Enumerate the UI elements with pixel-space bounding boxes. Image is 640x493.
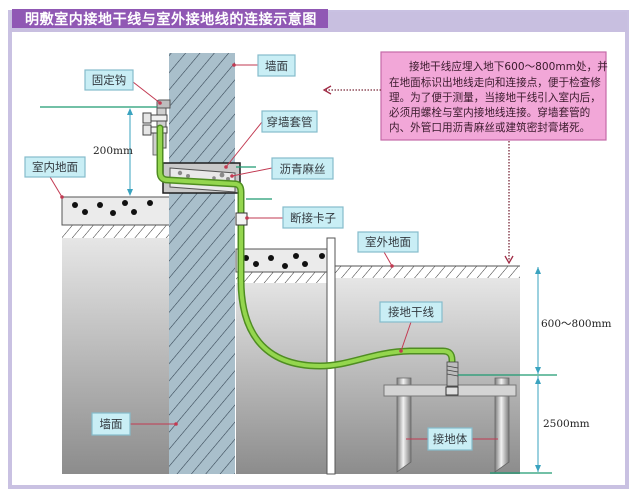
title-tab xyxy=(12,9,328,28)
label-asphalt-hemp: 沥青麻丝 xyxy=(271,157,334,180)
note-box xyxy=(380,51,607,141)
svg-text:室内地面: 室内地面 xyxy=(32,160,78,174)
label-grounding-electrode: 接地体 xyxy=(427,427,473,451)
outdoor-soil xyxy=(236,278,520,474)
svg-text:固定钩: 固定钩 xyxy=(92,73,127,87)
label-wall-bottom: 墙面 xyxy=(91,412,131,436)
indoor-ground-hatch xyxy=(62,225,170,238)
wall xyxy=(169,53,235,474)
svg-text:沥青麻丝: 沥青麻丝 xyxy=(280,162,326,176)
dimension-electrode-length-text: 2500mm xyxy=(543,418,590,430)
svg-text:断接卡子: 断接卡子 xyxy=(290,211,336,225)
dimension-burial-depth: 600～800mm xyxy=(535,267,612,374)
dimension-electrode-length: 2500mm xyxy=(535,376,590,472)
indoor-soil xyxy=(62,238,170,474)
outdoor-ground-hatch xyxy=(335,266,520,278)
note-pointer-down xyxy=(504,141,514,265)
svg-text:墙面: 墙面 xyxy=(100,417,123,431)
outdoor-floor-slab xyxy=(235,248,328,273)
note-line-4: 必须用螺栓与室内接地线连接。穿墙套管的 xyxy=(389,106,590,119)
diagram-title: 明敷室内接地干线与室外接地线的连接示意图 xyxy=(25,11,317,28)
dimension-indoor-height: 200mm xyxy=(93,108,133,196)
label-grounding-trunk: 接地干线 xyxy=(379,301,443,323)
leader-lines xyxy=(49,63,498,440)
electrode-rod-right xyxy=(494,377,510,473)
grounding-trunk-cable-core xyxy=(158,126,454,368)
disconnect-clamp xyxy=(235,212,248,226)
label-disconnect-clamp: 断接卡子 xyxy=(282,206,344,229)
electrode-rod-left xyxy=(396,377,412,473)
svg-text:穿墙套管: 穿墙套管 xyxy=(267,115,313,129)
label-wall-sleeve: 穿墙套管 xyxy=(261,110,318,133)
dimension-burial-depth-text: 600～800mm xyxy=(541,318,612,330)
dimension-indoor-height-text: 200mm xyxy=(93,145,133,157)
svg-text:墙面: 墙面 xyxy=(265,59,288,73)
cable-connector xyxy=(446,361,459,387)
label-fixed-hook: 固定钩 xyxy=(84,69,134,91)
note-line-3: 理。为了便于测量，当接地干线引入室内后， xyxy=(389,91,601,104)
electrode-clamp xyxy=(445,386,459,396)
boundary-post xyxy=(326,237,336,475)
label-indoor-floor: 室内地面 xyxy=(24,156,86,178)
svg-text:室外地面: 室外地面 xyxy=(365,235,411,249)
indoor-floor-slab xyxy=(61,196,171,226)
note-line-5: 内、外管口用沥青麻丝或建筑密封膏堵死。 xyxy=(389,121,590,134)
label-outdoor-ground: 室外地面 xyxy=(357,231,419,253)
outdoor-slab-hatch xyxy=(236,272,327,283)
note-line-2: 在地面标识出地线走向和连接点，便于检查修 xyxy=(389,76,601,89)
note-line-1: 接地干线应埋入地下600～800mm处，并 xyxy=(409,60,608,73)
label-wall-top: 墙面 xyxy=(257,54,296,77)
svg-text:接地体: 接地体 xyxy=(433,432,468,446)
note-callout: 接地干线应埋入地下600～800mm处，并 在地面标识出地线走向和连接点，便于检… xyxy=(380,51,608,141)
note-pointer-left xyxy=(322,85,381,95)
svg-text:接地干线: 接地干线 xyxy=(388,305,434,319)
indoor-slab-aggregate xyxy=(72,200,153,216)
